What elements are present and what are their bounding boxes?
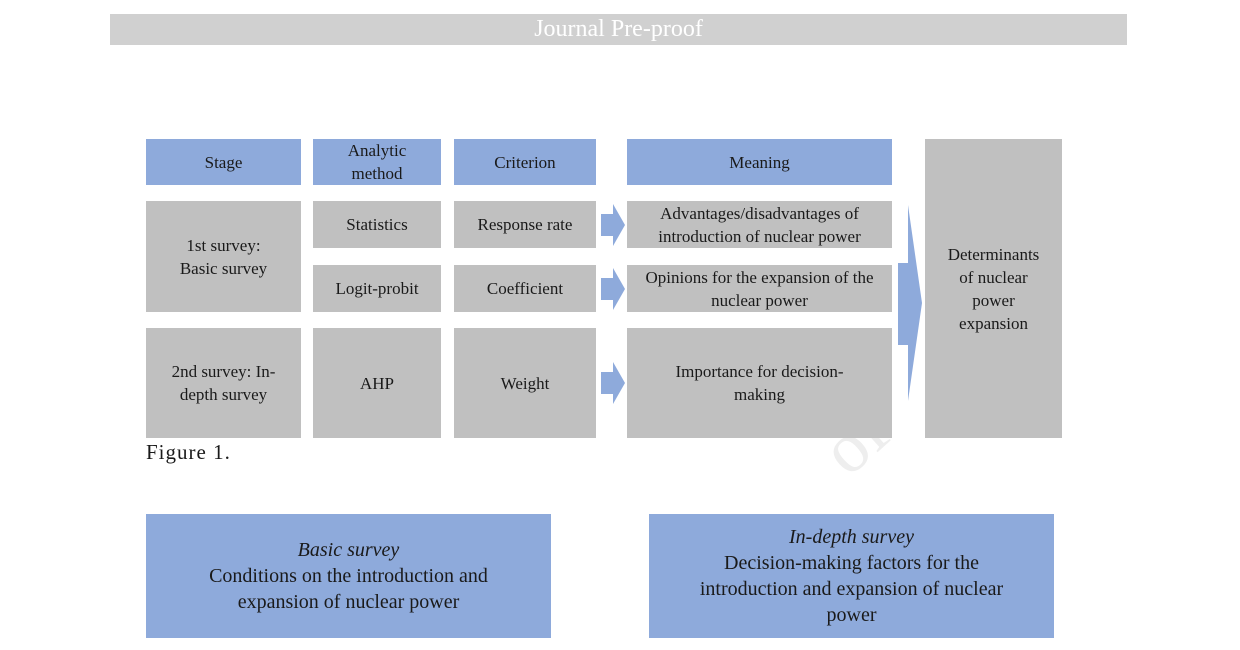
- meaning-opinions: Opinions for the expansion of the nuclea…: [627, 265, 892, 312]
- large-arrow-right-icon: [898, 205, 922, 401]
- stage-first-survey: 1st survey: Basic survey: [146, 201, 301, 312]
- journal-preproof-banner: Journal Pre-proof: [110, 14, 1127, 45]
- method-statistics: Statistics: [313, 201, 441, 248]
- indepth-survey-box: In-depth survey Decision-making factors …: [649, 514, 1054, 638]
- header-analytic-method: Analytic method: [313, 139, 441, 185]
- meaning-importance: Importance for decision-making: [627, 328, 892, 438]
- header-meaning: Meaning: [627, 139, 892, 185]
- basic-survey-title: Basic survey: [297, 539, 400, 561]
- figure-label: Figure 1.: [146, 440, 231, 464]
- basic-survey-box: Basic survey Conditions on the introduct…: [146, 514, 551, 638]
- arrow-right-icon: [601, 204, 625, 246]
- arrow-right-icon: [601, 362, 625, 404]
- method-logit-probit: Logit-probit: [313, 265, 441, 312]
- arrow-right-icon: [601, 268, 625, 310]
- indepth-survey-title: In-depth survey: [789, 526, 914, 548]
- stage-second-survey: 2nd survey: In-depth survey: [146, 328, 301, 438]
- criterion-coefficient: Coefficient: [454, 265, 596, 312]
- method-ahp: AHP: [313, 328, 441, 438]
- criterion-weight: Weight: [454, 328, 596, 438]
- meaning-advantages: Advantages/disadvantages of introduction…: [627, 201, 892, 248]
- indepth-survey-text: Decision-making factors for the introduc…: [699, 552, 1004, 626]
- criterion-response-rate: Response rate: [454, 201, 596, 248]
- basic-survey-text: Conditions on the introduction and expan…: [209, 565, 488, 613]
- header-criterion: Criterion: [454, 139, 596, 185]
- header-stage: Stage: [146, 139, 301, 185]
- outcome-determinants: Determinants of nuclear power expansion: [925, 139, 1062, 438]
